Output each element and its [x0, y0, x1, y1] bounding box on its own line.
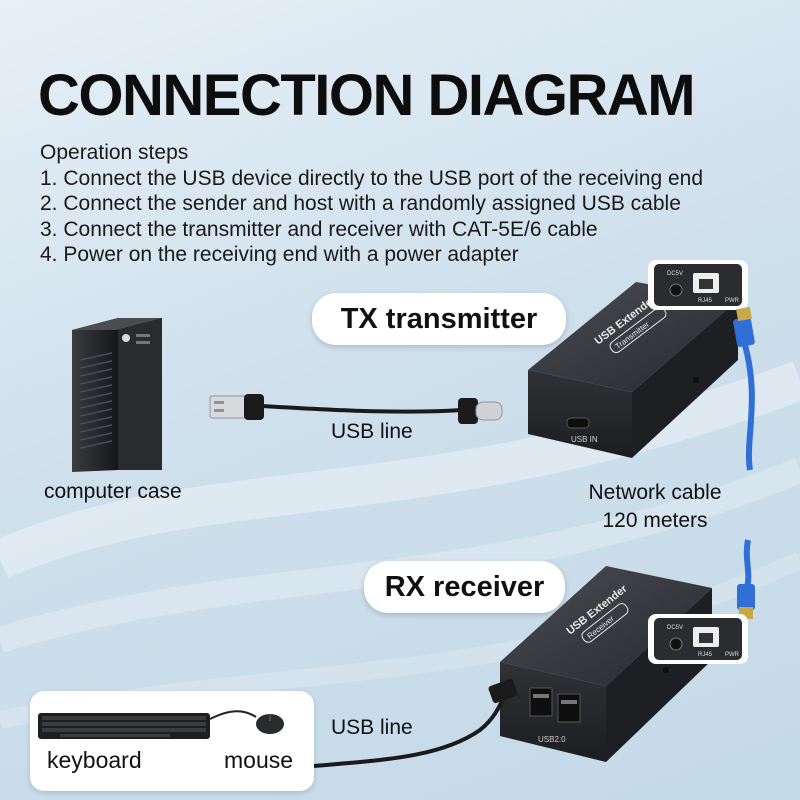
usb-cable-top [209, 394, 503, 424]
transmitter-back-panel-inset: DC5V RJ45 PWR [648, 260, 748, 310]
steps-heading: Operation steps [40, 141, 189, 164]
transmitter-label: TX transmitter [312, 293, 566, 345]
computer-case-label: computer case [44, 480, 182, 503]
page-title: CONNECTION DIAGRAM [38, 63, 696, 128]
mouse-label: mouse [224, 747, 294, 773]
inset-label: DC5V [667, 625, 683, 631]
network-cable-label-line2: 120 meters [602, 509, 708, 532]
receiver-port-label: USB2.0 [538, 735, 566, 744]
network-cable [733, 306, 755, 619]
usb-line-label-bottom: USB line [331, 716, 413, 739]
receiver-back-panel-inset: DC5V RJ45 PWR [648, 614, 748, 664]
keyboard-mouse-panel [30, 691, 314, 791]
transmitter-port-label: USB IN [571, 435, 598, 444]
inset-label: RJ45 [698, 298, 713, 304]
network-cable-label: Network cable 120 meters [572, 479, 738, 535]
step-item: 4. Power on the receiving end with a pow… [40, 243, 519, 266]
inset-label: PWR [725, 298, 740, 304]
usb-line-label-top: USB line [331, 420, 413, 443]
step-item: 3. Connect the transmitter and receiver … [40, 217, 598, 241]
keyboard-label: keyboard [47, 747, 142, 773]
inset-label: PWR [725, 652, 740, 658]
inset-label: RJ45 [698, 652, 713, 658]
operation-steps: Operation steps 1. Connect the USB devic… [40, 140, 703, 268]
step-item: 1. Connect the USB device directly to th… [40, 166, 704, 190]
receiver-label: RX receiver [364, 561, 565, 613]
computer-case-icon [72, 318, 162, 472]
network-cable-label-line1: Network cable [588, 481, 722, 504]
step-item: 2. Connect the sender and host with a ra… [40, 192, 681, 215]
usb-cable-bottom [313, 678, 518, 768]
keyboard-mouse-icon [38, 710, 284, 739]
inset-label: DC5V [667, 271, 683, 277]
transmitter-device: USB Extender Transmitter USB IN [528, 282, 738, 458]
